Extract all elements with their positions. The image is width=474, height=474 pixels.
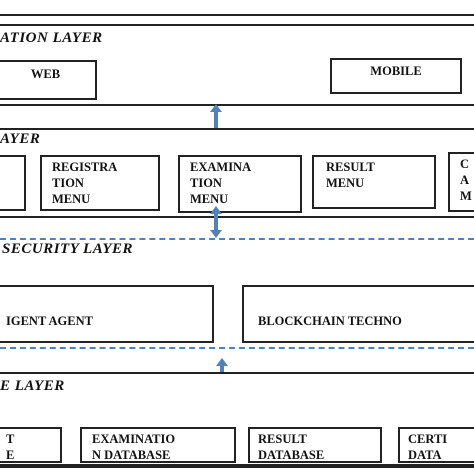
application-layer-title: AYER xyxy=(0,131,41,147)
bottom-frame-edge xyxy=(0,466,474,468)
application-menu-partial xyxy=(0,155,26,211)
examination-database-box: EXAMINATIO N DATABASE xyxy=(80,427,236,463)
examination-menu-box: EXAMINA TION MENU xyxy=(178,155,302,213)
web-box: WEB xyxy=(0,60,97,100)
database-box-partial: T E xyxy=(0,427,62,463)
result-menu-box: RESULT MENU xyxy=(312,155,436,209)
registration-menu-box: REGISTRA TION MENU xyxy=(40,155,160,211)
intelligent-agent-box: IGENT AGENT xyxy=(0,285,214,343)
top-frame xyxy=(0,14,474,24)
blockchain-technology-box: BLOCKCHAIN TECHNO xyxy=(242,285,474,343)
certificate-database-box: CERTI DATA xyxy=(398,427,474,463)
presentation-layer-title: ATION LAYER xyxy=(0,30,103,46)
dashed-separator xyxy=(0,238,474,240)
double-arrow-icon xyxy=(210,104,222,138)
data-layer-frame xyxy=(0,372,474,466)
security-layer-title: SECURITY LAYER xyxy=(2,241,134,257)
result-database-box: RESULT DATABASE xyxy=(248,427,382,463)
certificate-menu-box: C A M xyxy=(448,152,474,212)
dashed-separator xyxy=(0,347,474,349)
data-layer-title: E LAYER xyxy=(0,378,65,394)
mobile-box: MOBILE xyxy=(330,58,462,94)
double-arrow-icon xyxy=(210,206,222,238)
